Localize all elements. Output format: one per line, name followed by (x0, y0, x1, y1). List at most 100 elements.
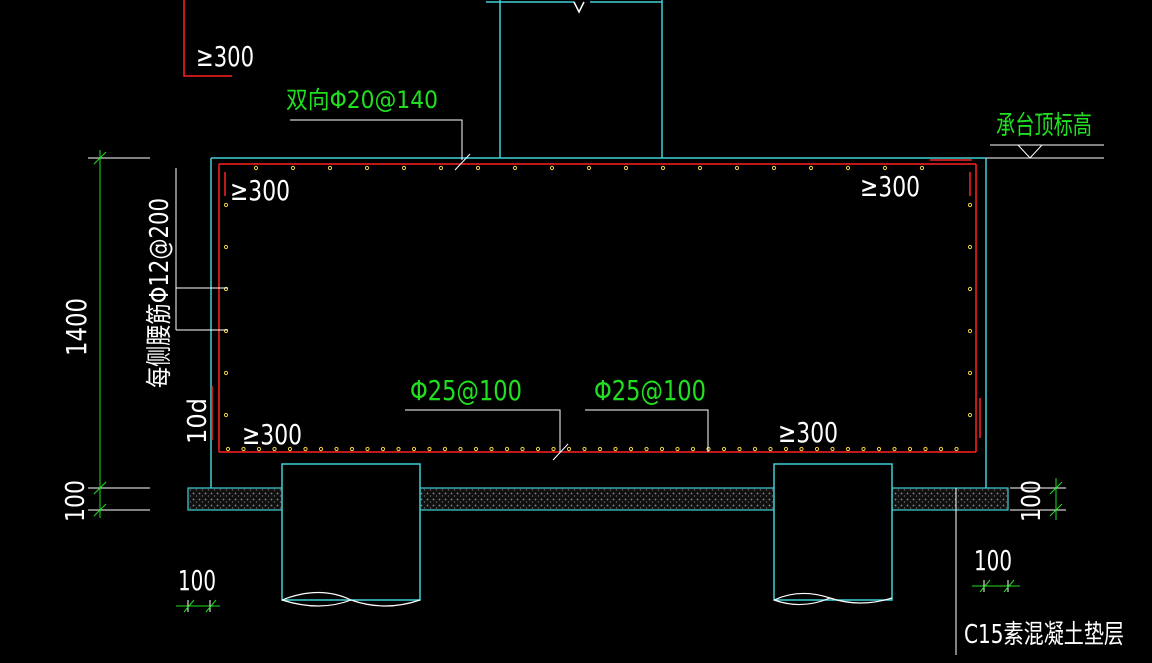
anchor-10d-label: 10d (183, 398, 213, 444)
rebar-dot (967, 328, 973, 334)
rebar-dot (659, 446, 665, 452)
rebar-dot (690, 446, 696, 452)
rebar-dot (223, 370, 229, 376)
bottom-rebar-label-1: Φ25@100 (410, 374, 522, 407)
rebar-dot (442, 446, 448, 452)
corner-tl-label: ≥300 (230, 174, 290, 207)
annotations: ≥300 双向Φ20@140 承台顶标高 ≥300 ≥300 ≥300 ≥300… (60, 40, 1124, 650)
rebar-dot (223, 286, 229, 292)
rebar-dot (223, 412, 229, 418)
cap-height-dimension: 1400 (60, 298, 93, 356)
pile-right (773, 463, 893, 606)
rebar-dot (223, 244, 229, 250)
rebar-dot (799, 446, 804, 452)
rebar-dot (967, 202, 973, 208)
rebar-dot (845, 446, 851, 452)
rebar-dot (535, 446, 541, 452)
corner-tr-label: ≥300 (860, 170, 920, 203)
rebar-dot (882, 165, 888, 171)
rebar-dot (923, 446, 928, 452)
rebar-dot (364, 165, 370, 171)
rebar-dot (783, 446, 789, 452)
rebar-dot (334, 446, 339, 452)
rebar-dot (586, 165, 592, 171)
column (486, 0, 663, 158)
rebar-dot (845, 165, 851, 171)
rebar-dot (597, 446, 603, 452)
rebar-dot (814, 446, 820, 452)
rebar-dot (489, 446, 494, 452)
rebar-dot (967, 286, 973, 292)
dimension-lines (88, 150, 1066, 613)
rebar-dot (861, 446, 866, 452)
top-rebar-label: 双向Φ20@140 (286, 86, 438, 114)
top-col-min-label: ≥300 (196, 40, 254, 73)
bed-extension-left: 100 (178, 564, 216, 597)
bed-thickness-right: 100 (1017, 480, 1047, 522)
rebar-dot (551, 446, 556, 452)
rebar-dot (427, 446, 432, 452)
rebar-dot (473, 446, 479, 452)
rebar-dot (272, 446, 277, 452)
rebar-dot (566, 446, 572, 452)
rebar-dot (401, 165, 407, 171)
rebar-dot (734, 165, 740, 171)
rebar-dots (223, 165, 973, 452)
rebar-dot (644, 446, 649, 452)
rebar-dot (475, 165, 481, 171)
rebar-dot (582, 446, 587, 452)
rebar-dot (830, 446, 835, 452)
rebar-dot (287, 446, 293, 452)
rebar-dot (458, 446, 463, 452)
rebar-dot (512, 165, 518, 171)
bedding-note: C15素混凝土垫层 (964, 620, 1124, 650)
rebar-dot (938, 446, 944, 452)
rebar-dot (290, 165, 296, 171)
rebar-dot (349, 446, 355, 452)
rebar-dot (721, 446, 727, 452)
rebar-dot (241, 446, 246, 452)
pile-left (281, 463, 421, 607)
side-rebar-label: 每侧腰筋Φ12@200 (145, 198, 175, 388)
rebar-dot (504, 446, 510, 452)
rebar-dot (660, 165, 666, 171)
bed-extension-right: 100 (974, 544, 1012, 577)
rebar-dot (303, 446, 308, 452)
pile-cap-outline (210, 157, 1104, 488)
rebar-dot (253, 165, 259, 171)
rebar-dot (907, 446, 913, 452)
rebar-dot (768, 446, 773, 452)
rebar-dot (438, 165, 444, 171)
rebar-dot (549, 165, 555, 171)
rebar-dot (697, 165, 703, 171)
rebar-dot (380, 446, 386, 452)
corner-br-label: ≥300 (778, 416, 838, 449)
rebar-dot (628, 446, 634, 452)
rebar-dot (318, 446, 324, 452)
rebar-dot (771, 165, 777, 171)
leader-lines (175, 119, 1104, 655)
rebar-dot (327, 165, 333, 171)
rebar-dot (892, 446, 897, 452)
rebar-dot (919, 165, 925, 171)
rebar-dot (954, 446, 959, 452)
rebar-dot (967, 412, 973, 418)
cap-top-elevation-label: 承台顶标高 (996, 111, 1092, 141)
rebar-dot (675, 446, 680, 452)
rebar-dot (223, 328, 229, 334)
rebar-dot (623, 165, 629, 171)
rebar-dot (520, 446, 525, 452)
rebar-dot (396, 446, 401, 452)
rebar-dot (613, 446, 618, 452)
rebar-dot (876, 446, 882, 452)
rebar-dot (365, 446, 370, 452)
top-left-rebar-ref (183, 0, 232, 77)
rebar-dot (737, 446, 742, 452)
rebar-dot (967, 244, 973, 250)
bed-thickness-left: 100 (61, 480, 91, 522)
rebar-dot (223, 202, 229, 208)
rebar-dot (256, 446, 262, 452)
corner-bl-label: ≥300 (242, 418, 302, 451)
rebar-cage (211, 159, 981, 453)
rebar-dot (967, 370, 973, 376)
